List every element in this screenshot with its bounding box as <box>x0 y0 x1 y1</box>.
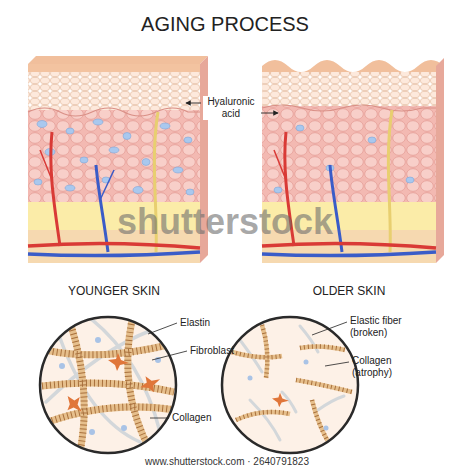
callout-label: Hyaluronic acid <box>203 96 259 120</box>
callout-label: Fibroblast <box>190 345 234 357</box>
watermark: shutterstock <box>40 200 410 243</box>
panel-caption: YOUNGER SKIN <box>24 284 204 298</box>
callout-label: Collagen (atrophy) <box>352 355 416 379</box>
leader-line <box>261 113 278 114</box>
leader-lines <box>148 322 349 418</box>
callout-label: Elastin <box>180 317 210 329</box>
panel-caption: OLDER SKIN <box>259 284 439 298</box>
older-fiber-detail <box>222 317 358 453</box>
younger-fiber-detail <box>40 317 176 453</box>
callout-label: Elastic fiber (broken) <box>350 315 430 339</box>
watermark-url: www.shutterstock.com · 2640791823 <box>2 456 450 468</box>
callout-label: Collagen <box>172 412 211 424</box>
title: AGING PROCESS <box>0 12 450 36</box>
leader-line <box>186 103 201 104</box>
